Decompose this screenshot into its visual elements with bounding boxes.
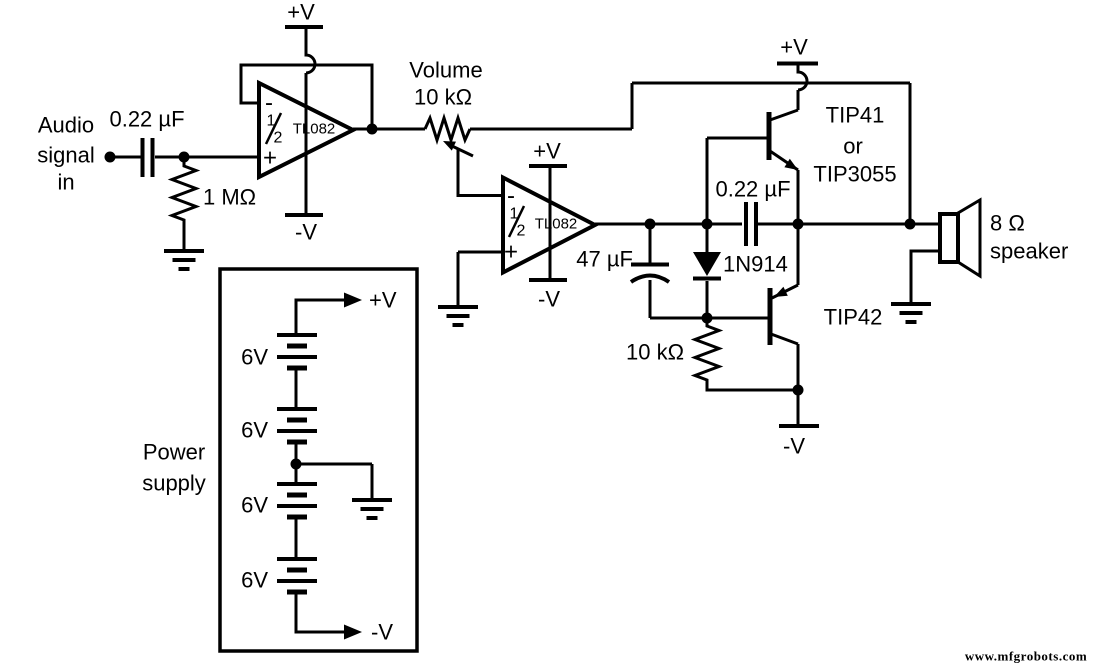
opamp1-noninverting-sign: + [263,145,277,172]
audio-in-label-3: in [57,170,74,195]
audio-in-label-2: signal [37,143,94,168]
opamp1-frac-den: 2 [274,130,283,147]
pnp-label: TIP42 [824,305,883,330]
opamp1-inverting-sign: - [265,90,273,117]
ground-icon [164,249,204,271]
npn-transistor-symbol: +V TIP41 or TIP3055 [705,35,897,224]
battery-symbol: 6V [241,557,317,595]
speaker-label-1: 8 Ω [990,211,1025,236]
battery-value: 6V [241,345,268,370]
opamp2-frac-den: 2 [517,223,526,240]
battery-value: 6V [241,493,268,518]
speaker-icon: 8 Ω speaker [891,197,1068,324]
emitter-arrowhead [784,158,798,170]
series-capacitor-symbol: 0.22 µF [715,177,791,246]
diode-value: 1N914 [723,252,788,277]
opamp2-symbol: +V -V - + 1 2 TL082 [438,139,600,327]
pnp-transistor-symbol: -V TIP42 [767,224,883,459]
opamp2-vplus-label: +V [533,139,561,164]
bias-resistor-symbol: 1 MΩ [164,157,256,271]
minus-v-arrowhead [344,624,362,640]
series-cap-value: 0.22 µF [715,177,790,202]
battery-value: 6V [241,418,268,443]
feedback-wire [239,63,374,129]
coupling-cap-value: 0.22 µF [109,107,184,132]
opamp1-chip-label: TL082 [293,121,336,138]
opamp2-vminus-label: -V [538,287,560,312]
pnp-vminus-label: -V [783,434,805,459]
node-dot [904,218,916,230]
output-line [595,218,940,230]
volume-pot-symbol: Volume 10 kΩ [409,58,912,224]
npn-vplus-label: +V [780,35,808,60]
opamp2-frac-num: 1 [510,206,519,223]
wiper-arrowhead [443,141,456,151]
npn-label-3: TIP3055 [813,162,896,187]
opamp1-vminus-label: -V [295,220,317,245]
bootstrap-cap-value: 47 µF [576,247,633,272]
battery-symbol: 6V [241,333,317,371]
opamp2-noninverting-sign: + [504,239,518,266]
plus-v-arrowhead [344,292,362,308]
bias-resistor-value: 1 MΩ [203,185,256,210]
power-supply-label-2: supply [142,471,206,496]
ps-vplus-label: +V [369,288,397,313]
opamp2-chip-label: TL082 [535,216,578,233]
bootstrap-capacitor-symbol: 47 µF [576,224,671,318]
battery-symbol: 6V [241,482,317,520]
power-supply-box: Power supply +V 6V 6V 6V [142,267,419,653]
ground-icon [352,498,392,520]
output-node-dot [366,123,378,135]
emitter-arrowhead [774,286,788,297]
pulldown-resistor-value: 10 kΩ [626,340,684,365]
opamp1-frac-num: 1 [267,113,276,130]
battery-value: 6V [241,568,268,593]
opamp2-inverting-sign: - [507,183,515,210]
opamp1-symbol: +V -V - + 1 2 TL082 [239,0,425,245]
ground-icon [891,302,931,324]
speaker-label-2: speaker [990,239,1068,264]
pulldown-resistor-symbol: 10 kΩ [626,312,804,396]
opamp1-vplus-label: +V [287,0,315,25]
npn-label-1: TIP41 [826,103,885,128]
coupling-capacitor-symbol: 0.22 µF [109,107,259,177]
power-supply-label-1: Power [143,440,205,465]
volume-label-2: 10 kΩ [414,85,472,110]
audio-in-label-1: Audio [38,113,94,138]
audio-input: Audio signal in [37,113,141,195]
diode-symbol: 1N914 [693,224,788,318]
ground-icon [438,305,478,327]
watermark-text: www.mfgrobots.com [965,649,1087,664]
volume-label-1: Volume [409,58,482,83]
battery-symbol: 6V [241,407,317,445]
npn-label-2: or [843,134,863,159]
ps-vminus-label: -V [371,620,393,645]
